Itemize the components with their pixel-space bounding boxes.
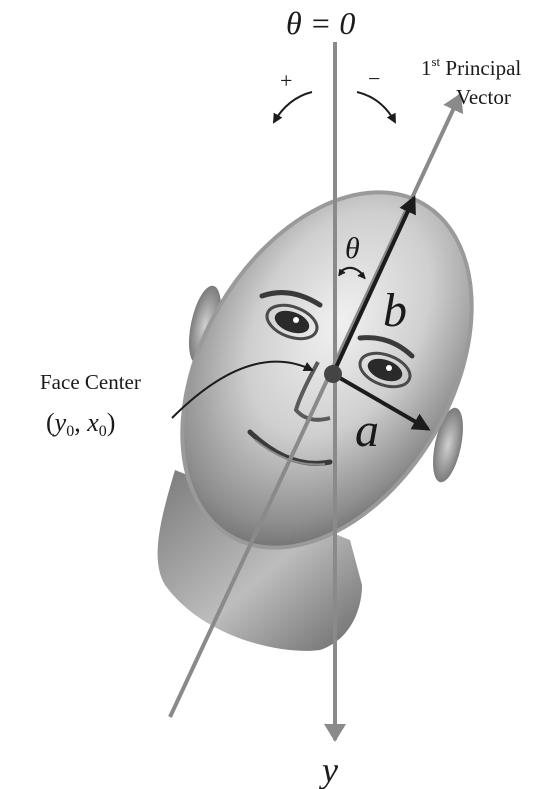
center-coords-label: (y0, x0): [46, 408, 115, 440]
head-illustration: [123, 141, 532, 651]
theta-label: θ: [345, 232, 360, 265]
principal-vector-label-line2: Vector: [456, 85, 511, 109]
rotation-minus-arrow: [357, 92, 395, 122]
rotation-plus-arrow: [274, 92, 312, 122]
a-label: a: [355, 404, 379, 457]
face-center-label: Face Center: [40, 370, 141, 394]
face-center-point: [324, 365, 342, 383]
y-axis-label: y: [319, 750, 338, 789]
minus-sign: −: [368, 66, 380, 91]
b-label: b: [383, 284, 407, 337]
plus-sign: +: [280, 68, 292, 93]
principal-vector-label: 1st Principal: [421, 54, 521, 80]
theta-zero-label: θ = 0: [286, 5, 355, 41]
